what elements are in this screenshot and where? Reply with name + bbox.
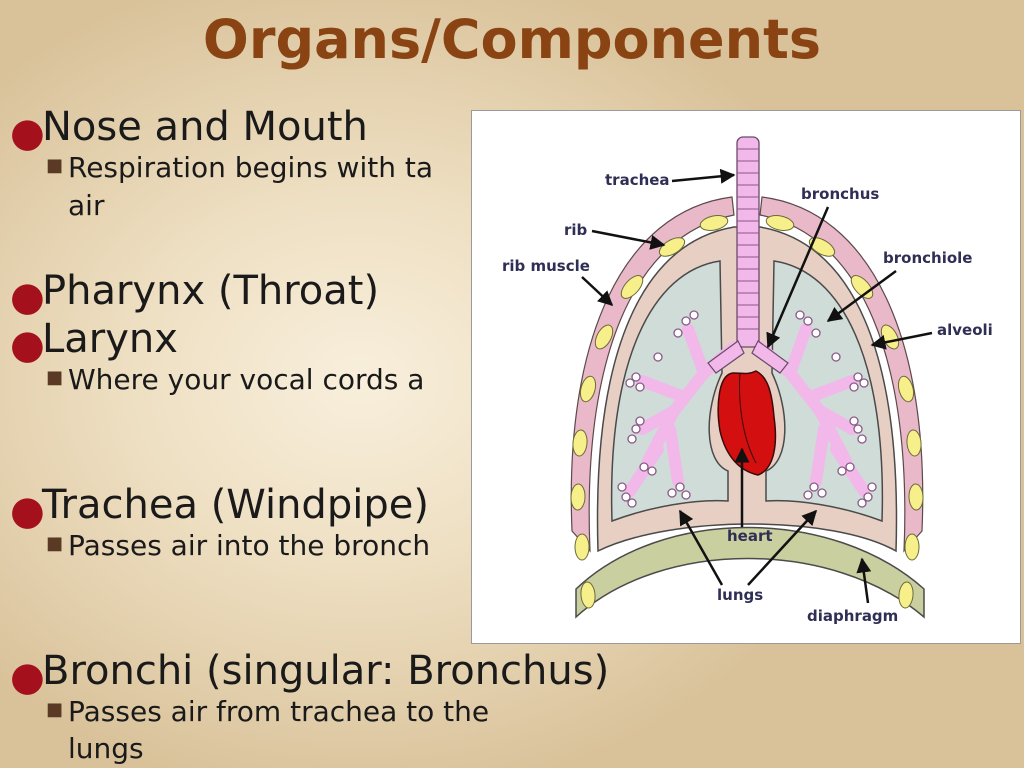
- label-rib: rib: [564, 221, 588, 239]
- label-heart: heart: [727, 527, 773, 545]
- label-diaphragm: diaphragm: [807, 607, 898, 625]
- label-bronchus: bronchus: [801, 185, 879, 203]
- main-bronchi: [707, 340, 789, 374]
- sub-bullet-text: lungs: [68, 732, 144, 765]
- bullet-heading: Larynx: [42, 316, 178, 362]
- bullet-larynx: ● Larynx: [10, 316, 178, 368]
- lungs-illustration: trachea bronchus rib rib muscle bronchio…: [502, 136, 993, 625]
- sub-bullet-text: Passes air into the bronch: [68, 529, 431, 562]
- bullet-bronchi: ● Bronchi (singular: Bronchus): [10, 648, 610, 700]
- label-trachea: trachea: [605, 171, 670, 189]
- sub-bullet: ■ Passes air into the bronch: [46, 528, 431, 564]
- label-rib-muscle: rib muscle: [502, 257, 590, 275]
- sub-bullet-continuation: lungs: [68, 731, 144, 767]
- trachea-tube: [736, 136, 760, 348]
- respiratory-system-diagram: trachea bronchus rib rib muscle bronchio…: [471, 110, 1021, 644]
- bullet-nose-and-mouth: ● Nose and Mouth: [10, 104, 368, 156]
- sub-bullet-continuation: air: [68, 188, 104, 224]
- bullet-dot-icon: ●: [10, 654, 45, 700]
- rib-cartilage-left: [570, 215, 729, 609]
- sub-bullet: ■ Where your vocal cords a: [46, 362, 425, 398]
- slide-title: Organs/Components: [202, 8, 822, 71]
- square-bullet-icon: ■: [46, 533, 64, 554]
- square-bullet-icon: ■: [46, 367, 64, 388]
- sub-bullet-text: Where your vocal cords a: [68, 363, 425, 396]
- bullet-heading: Pharynx (Throat): [42, 268, 380, 314]
- bullet-trachea: ● Trachea (Windpipe): [10, 482, 429, 534]
- bullet-pharynx: ● Pharynx (Throat): [10, 268, 380, 320]
- label-alveoli: alveoli: [937, 321, 993, 339]
- rib-cartilage-right: [765, 215, 924, 609]
- heart-shape: [717, 370, 777, 476]
- bullet-dot-icon: ●: [10, 488, 45, 534]
- bullet-heading: Bronchi (singular: Bronchus): [42, 648, 610, 694]
- trachea-rings: [737, 148, 759, 330]
- bullet-dot-icon: ●: [10, 322, 45, 368]
- square-bullet-icon: ■: [46, 699, 64, 720]
- alveoli-clusters: [617, 310, 877, 508]
- label-lungs: lungs: [717, 586, 763, 604]
- bullet-dot-icon: ●: [10, 110, 45, 156]
- label-arrows: [581, 168, 933, 604]
- bullet-dot-icon: ●: [10, 274, 45, 320]
- sub-bullet: ■ Passes air from trachea to the: [46, 694, 490, 730]
- sub-bullet-text: Passes air from trachea to the: [68, 695, 490, 728]
- bullet-heading: Nose and Mouth: [42, 104, 368, 150]
- sub-bullet-text: Respiration begins with ta: [68, 151, 433, 184]
- sub-bullet: ■ Respiration begins with ta: [46, 150, 433, 186]
- bullet-heading: Trachea (Windpipe): [42, 482, 429, 528]
- diaphragm-shape: [575, 526, 925, 619]
- square-bullet-icon: ■: [46, 155, 64, 176]
- sub-bullet-text: air: [68, 189, 105, 222]
- label-bronchiole: bronchiole: [883, 249, 972, 267]
